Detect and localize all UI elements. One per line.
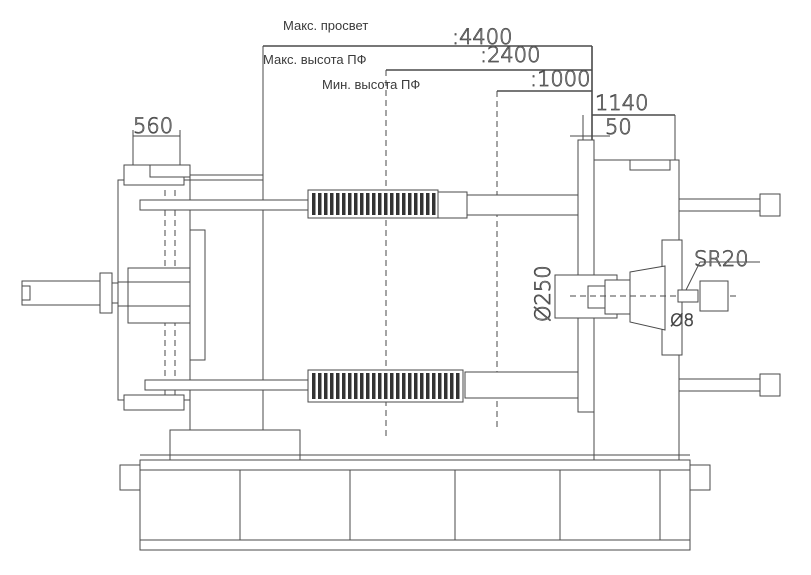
rib: [432, 193, 436, 215]
rib: [360, 373, 364, 399]
rib: [312, 193, 316, 215]
rib: [408, 193, 412, 215]
rib: [342, 373, 346, 399]
min-mold-height-label: Мин. высота ПФ: [322, 77, 420, 92]
rib: [318, 193, 322, 215]
dim-560: 560: [133, 114, 173, 138]
rib: [324, 193, 328, 215]
rib: [402, 193, 406, 215]
max-clearance-label: Макс. просвет: [283, 18, 368, 33]
nozzle-assembly: [554, 261, 760, 331]
rib: [402, 373, 406, 399]
rib: [378, 373, 382, 399]
rib: [360, 193, 364, 215]
dim-1140: 1140: [595, 91, 648, 115]
ribbed-nuts: [307, 189, 464, 403]
rib: [324, 373, 328, 399]
rib: [396, 373, 400, 399]
rib: [354, 193, 358, 215]
fixed-platen: [189, 174, 264, 431]
dim-50: 50: [605, 115, 632, 139]
rear-platen: [117, 164, 191, 411]
locating-ring-dia: Ø250: [531, 265, 555, 322]
rib: [390, 373, 394, 399]
rib: [366, 193, 370, 215]
rib: [330, 193, 334, 215]
rib: [336, 373, 340, 399]
rib: [348, 373, 352, 399]
rib: [366, 373, 370, 399]
max-mold-height-value: :2400: [480, 43, 541, 67]
rib: [318, 373, 322, 399]
rib: [408, 373, 412, 399]
rib: [390, 193, 394, 215]
rib: [456, 373, 460, 399]
rib: [444, 373, 448, 399]
annotations: Макс. просвет :4400 Макс. высота ПФ :240…: [133, 18, 749, 331]
injection-cylinder: [21, 272, 135, 314]
rib: [414, 373, 418, 399]
rib: [336, 193, 340, 215]
rib: [450, 373, 454, 399]
max-mold-height-label: Макс. высота ПФ: [263, 52, 367, 67]
rib: [438, 373, 442, 399]
rib: [348, 193, 352, 215]
rib: [378, 193, 382, 215]
max-clearance-value: :4400: [452, 25, 513, 49]
sphere-radius: SR20: [694, 247, 749, 271]
rib: [330, 373, 334, 399]
rib: [426, 373, 430, 399]
rib: [396, 193, 400, 215]
rib: [432, 373, 436, 399]
rib: [372, 373, 376, 399]
rib: [384, 193, 388, 215]
tie-bars: [139, 191, 781, 399]
rib: [426, 193, 430, 215]
rib: [342, 193, 346, 215]
rib: [420, 373, 424, 399]
rib: [354, 373, 358, 399]
rib: [384, 373, 388, 399]
machine-base: [119, 429, 711, 551]
min-mold-height-value: :1000: [530, 67, 591, 91]
nozzle-hole-dia: Ø8: [670, 311, 694, 331]
rib: [420, 193, 424, 215]
rib: [414, 193, 418, 215]
rib: [312, 373, 316, 399]
rib: [372, 193, 376, 215]
